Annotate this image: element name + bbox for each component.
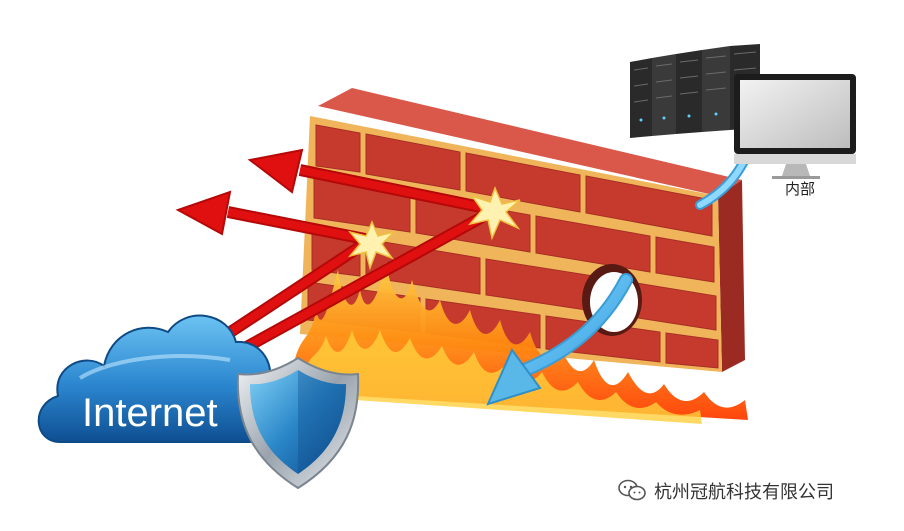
blocked-attack-arrows <box>175 148 521 361</box>
watermark: 杭州冠航科技有限公司 <box>618 478 834 504</box>
wechat-icon <box>618 479 646 501</box>
watermark-text: 杭州冠航科技有限公司 <box>654 482 834 503</box>
allowed-arrowhead <box>486 348 542 406</box>
inside-network-label: 内部 <box>784 180 815 198</box>
internet-label: Internet <box>82 391 218 435</box>
impact-star-icon <box>347 220 397 271</box>
shield-icon <box>236 356 360 490</box>
attack-arrowhead <box>175 190 232 236</box>
monitor-icon <box>734 74 856 179</box>
impact-star-icon <box>467 185 521 241</box>
attack-arrowhead <box>247 148 304 194</box>
